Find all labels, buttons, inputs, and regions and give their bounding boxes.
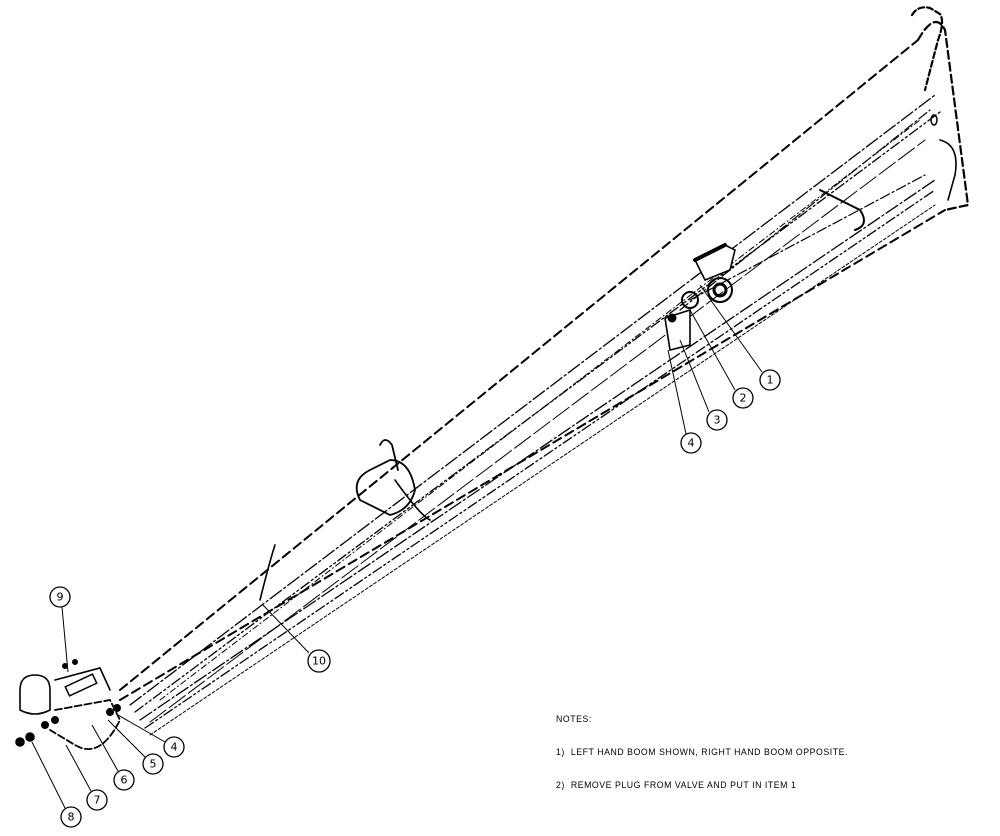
- balloon-2: 2: [732, 387, 754, 409]
- balloon-5: 5: [142, 753, 164, 775]
- note-2: 2) REMOVE PLUG FROM VALVE AND PUT IN ITE…: [556, 780, 797, 791]
- svg-text:6: 6: [121, 774, 128, 787]
- balloon-leaders: [31, 284, 763, 809]
- item-balloons: 1 2 3 4 9 10 4 5 6 7 8: [49, 369, 781, 828]
- balloon-4-upper: 4: [680, 432, 702, 454]
- svg-text:7: 7: [94, 794, 101, 807]
- balloon-9: 9: [49, 586, 71, 608]
- balloon-7: 7: [86, 789, 108, 811]
- balloon-3: 3: [706, 409, 728, 431]
- svg-text:4: 4: [688, 437, 695, 450]
- svg-text:3: 3: [714, 414, 721, 427]
- svg-text:8: 8: [68, 811, 75, 824]
- svg-text:5: 5: [150, 758, 157, 771]
- balloon-4-lower: 4: [163, 736, 185, 758]
- balloon-8: 8: [60, 806, 82, 828]
- boom-outline: [15, 6, 970, 750]
- balloon-10: 10: [307, 649, 331, 673]
- svg-text:2: 2: [740, 392, 747, 405]
- svg-text:1: 1: [767, 374, 774, 387]
- balloon-1: 1: [759, 369, 781, 391]
- svg-text:4: 4: [171, 741, 178, 754]
- svg-text:9: 9: [57, 591, 64, 604]
- svg-text:10: 10: [312, 655, 326, 668]
- notes-heading: NOTES:: [556, 714, 592, 725]
- drawing-notes: NOTES: 1) LEFT HAND BOOM SHOWN, RIGHT HA…: [556, 692, 848, 802]
- note-1: 1) LEFT HAND BOOM SHOWN, RIGHT HAND BOOM…: [556, 747, 848, 758]
- balloon-6: 6: [113, 769, 135, 791]
